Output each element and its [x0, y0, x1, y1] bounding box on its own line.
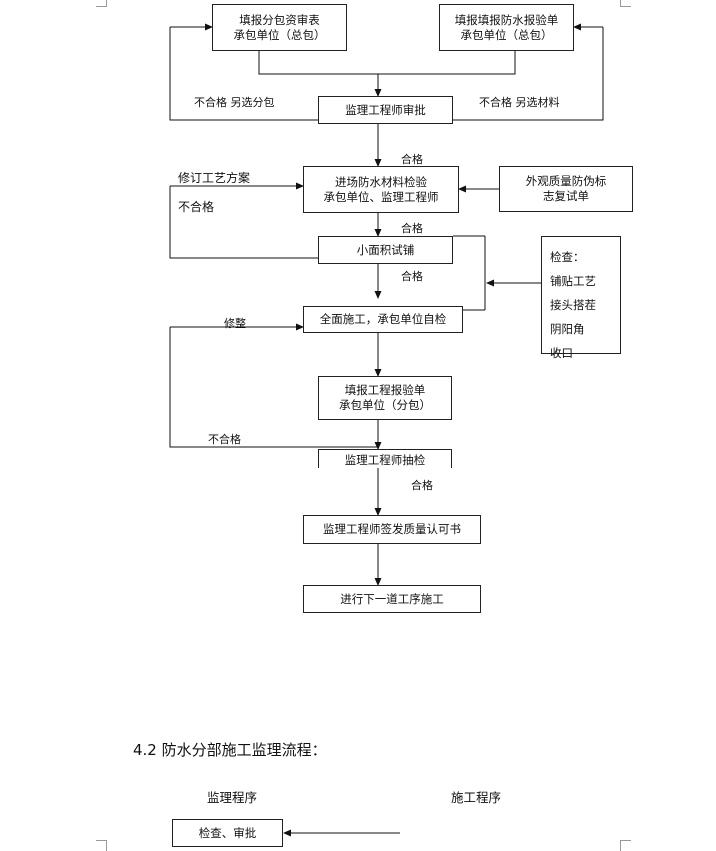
label-reject-subcontractor: 不合格 另选分包: [194, 96, 275, 109]
box-line: 外观质量防伪标: [525, 174, 607, 188]
box-spot-check: 监理工程师抽检: [318, 449, 452, 468]
box-line: 承包单位（总包）: [460, 27, 553, 42]
loop-repair: [169, 327, 378, 448]
box-inspect-approve: 检查、审批: [172, 819, 283, 847]
loop-reject-sub: [169, 27, 318, 121]
box-line: 志复试单: [543, 189, 589, 203]
box-line: 填报填报防水报验单: [454, 12, 559, 27]
box-line: 承包单位、监理工程师: [323, 189, 439, 204]
check-item: 铺贴工艺: [550, 274, 596, 288]
box-full-construction: 全面施工，承包单位自检: [303, 306, 463, 333]
check-item: 收口: [550, 346, 573, 360]
box-check-items: 检查： 铺贴工艺 接头搭茬 阴阳角 收口: [541, 236, 621, 360]
loop-revise-process: [169, 186, 318, 259]
label-fail: 不合格: [208, 433, 241, 446]
box-line: 填报工程报验单: [344, 383, 426, 397]
box-next-process: 进行下一道工序施工: [303, 585, 481, 613]
label-pass: 合格: [411, 479, 433, 492]
loop-reject-material: [453, 27, 604, 121]
label-pass: 合格: [401, 153, 423, 166]
label-repair: 修整: [224, 317, 246, 330]
label-pass: 合格: [401, 222, 423, 235]
box-line: 承包单位（分包）: [339, 398, 431, 412]
label-pass: 合格: [401, 270, 423, 283]
box-subcontractor-qualification: 填报分包资审表 承包单位（总包）: [212, 4, 347, 51]
box-trial-laying: 小面积试铺: [318, 236, 453, 264]
box-line: 承包单位（总包）: [233, 27, 326, 42]
box-appearance-quality: 外观质量防伪标 志复试单: [499, 166, 633, 212]
box-text: 检查、审批: [198, 825, 257, 840]
box-text: 监理工程师审批: [345, 102, 426, 117]
box-text: 小面积试铺: [356, 242, 415, 257]
label-reject-material: 不合格 另选材料: [479, 96, 560, 109]
box-inspection-report: 填报工程报验单 承包单位（分包）: [318, 376, 452, 420]
box-supervisor-review: 监理工程师审批: [318, 96, 453, 124]
box-waterproof-submittal: 填报填报防水报验单 承包单位（总包）: [439, 4, 574, 51]
box-text: 全面施工，承包单位自检: [319, 312, 447, 326]
check-item: 阴阳角: [550, 322, 585, 336]
section-heading: 4.2 防水分部施工监理流程：: [133, 741, 327, 759]
box-text: 监理工程师抽检: [344, 453, 426, 467]
label-fail: 不合格: [178, 200, 215, 214]
box-material-inspection: 进场防水材料检验 承包单位、监理工程师: [303, 166, 459, 213]
box-line: 填报分包资审表: [239, 12, 320, 27]
box-line: 进场防水材料检验: [335, 174, 427, 189]
connector-material-submit-to-review: [378, 51, 516, 75]
box-quality-certificate: 监理工程师签发质量认可书: [303, 515, 481, 544]
connector-sub-submit-to-review: [258, 51, 378, 75]
box-text: 监理工程师签发质量认可书: [323, 522, 461, 536]
corner-mark-top-left: [96, 0, 107, 7]
check-item: 接头搭茬: [550, 298, 596, 312]
corner-mark-top-right: [620, 0, 631, 7]
box-text: 进行下一道工序施工: [340, 591, 444, 606]
column-title-construction: 施工程序: [451, 790, 502, 805]
label-revise-process: 修订工艺方案: [178, 171, 251, 185]
check-title: 检查：: [550, 250, 585, 264]
column-title-supervision: 监理程序: [207, 790, 258, 805]
